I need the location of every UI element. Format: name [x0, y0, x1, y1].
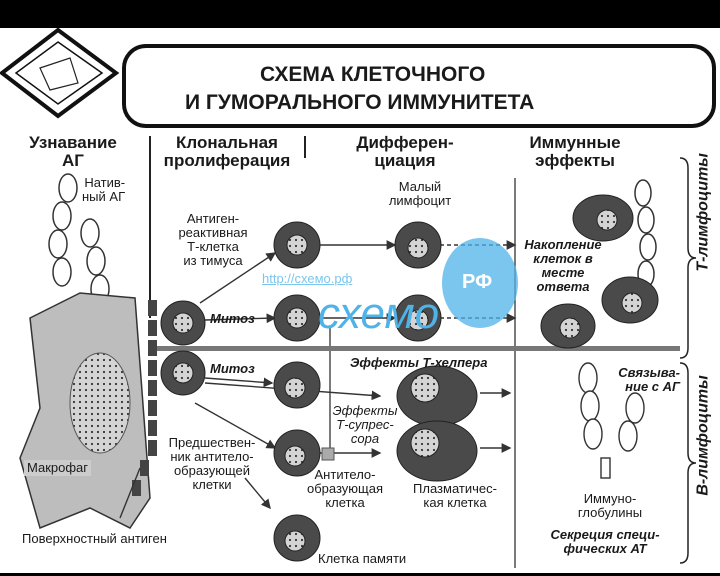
- b-brace: [679, 362, 697, 564]
- watermark-badge: РФ: [462, 271, 493, 293]
- column-header-differentiation: Дифферен-циация: [356, 133, 454, 171]
- label-mitosis-top: Митоз: [210, 311, 255, 326]
- cell: [160, 300, 206, 346]
- suppressor-block: [321, 447, 335, 461]
- cell: [540, 303, 596, 349]
- label-macrophage: Макрофаг: [24, 460, 92, 477]
- title-line-2: И ГУМОРАЛЬНОГО ИММУНИТЕТА: [185, 91, 535, 114]
- immunoglobulin-icon: [578, 362, 645, 479]
- watermark-word: схемо: [318, 289, 440, 338]
- separator-line: [150, 346, 680, 351]
- label-t-lymphocytes: Т-лимфоциты: [694, 153, 712, 272]
- plasma-cell: [396, 365, 478, 427]
- label-secretion: Секреция специ-фических АТ: [550, 527, 660, 557]
- plasma-cell: [396, 420, 478, 482]
- cell: [394, 221, 442, 269]
- watermark-splash: [442, 238, 518, 328]
- lymphocyte-cells: [160, 194, 659, 562]
- cell: [273, 361, 321, 409]
- label-immunoglobulins: Иммуно-глобулины: [577, 491, 643, 521]
- cell: [572, 194, 634, 242]
- label-b-lymphocytes: В-лимфоциты: [694, 375, 712, 496]
- cell: [601, 276, 659, 324]
- label-binding: Связыва-ние с АГ: [618, 365, 680, 395]
- diagram-graphics: [0, 28, 716, 568]
- title-line-1: СХЕМА КЛЕТОЧНОГО: [260, 63, 486, 86]
- label-native-ag: Натив-ный АГ: [82, 175, 126, 205]
- title-box: [122, 44, 716, 128]
- label-surface-antigen: Поверхностный антиген: [22, 531, 167, 546]
- cell: [394, 294, 442, 342]
- logo-diamond-icon: [0, 28, 120, 119]
- label-mitosis-bottom: Митоз: [210, 361, 255, 376]
- label-plasma-cell: Плазматичес-кая клетка: [413, 481, 497, 511]
- cell: [273, 514, 321, 562]
- label-t-helper: Эффекты Т-хелпера: [350, 355, 488, 370]
- antigen-chain: [48, 173, 657, 304]
- macrophage-nucleus: [69, 352, 131, 454]
- label-memory-cell: Клетка памяти: [318, 551, 407, 566]
- t-brace: [679, 157, 697, 359]
- cell: [273, 294, 321, 342]
- cell: [273, 429, 321, 477]
- cell: [273, 221, 321, 269]
- diagram-sheet: СХЕМА КЛЕТОЧНОГО И ГУМОРАЛЬНОГО ИММУНИТЕ…: [0, 28, 720, 573]
- cell: [160, 350, 206, 396]
- watermark-url: http://схемо.рф: [262, 271, 353, 286]
- surface-antigen-blocks: [132, 300, 157, 496]
